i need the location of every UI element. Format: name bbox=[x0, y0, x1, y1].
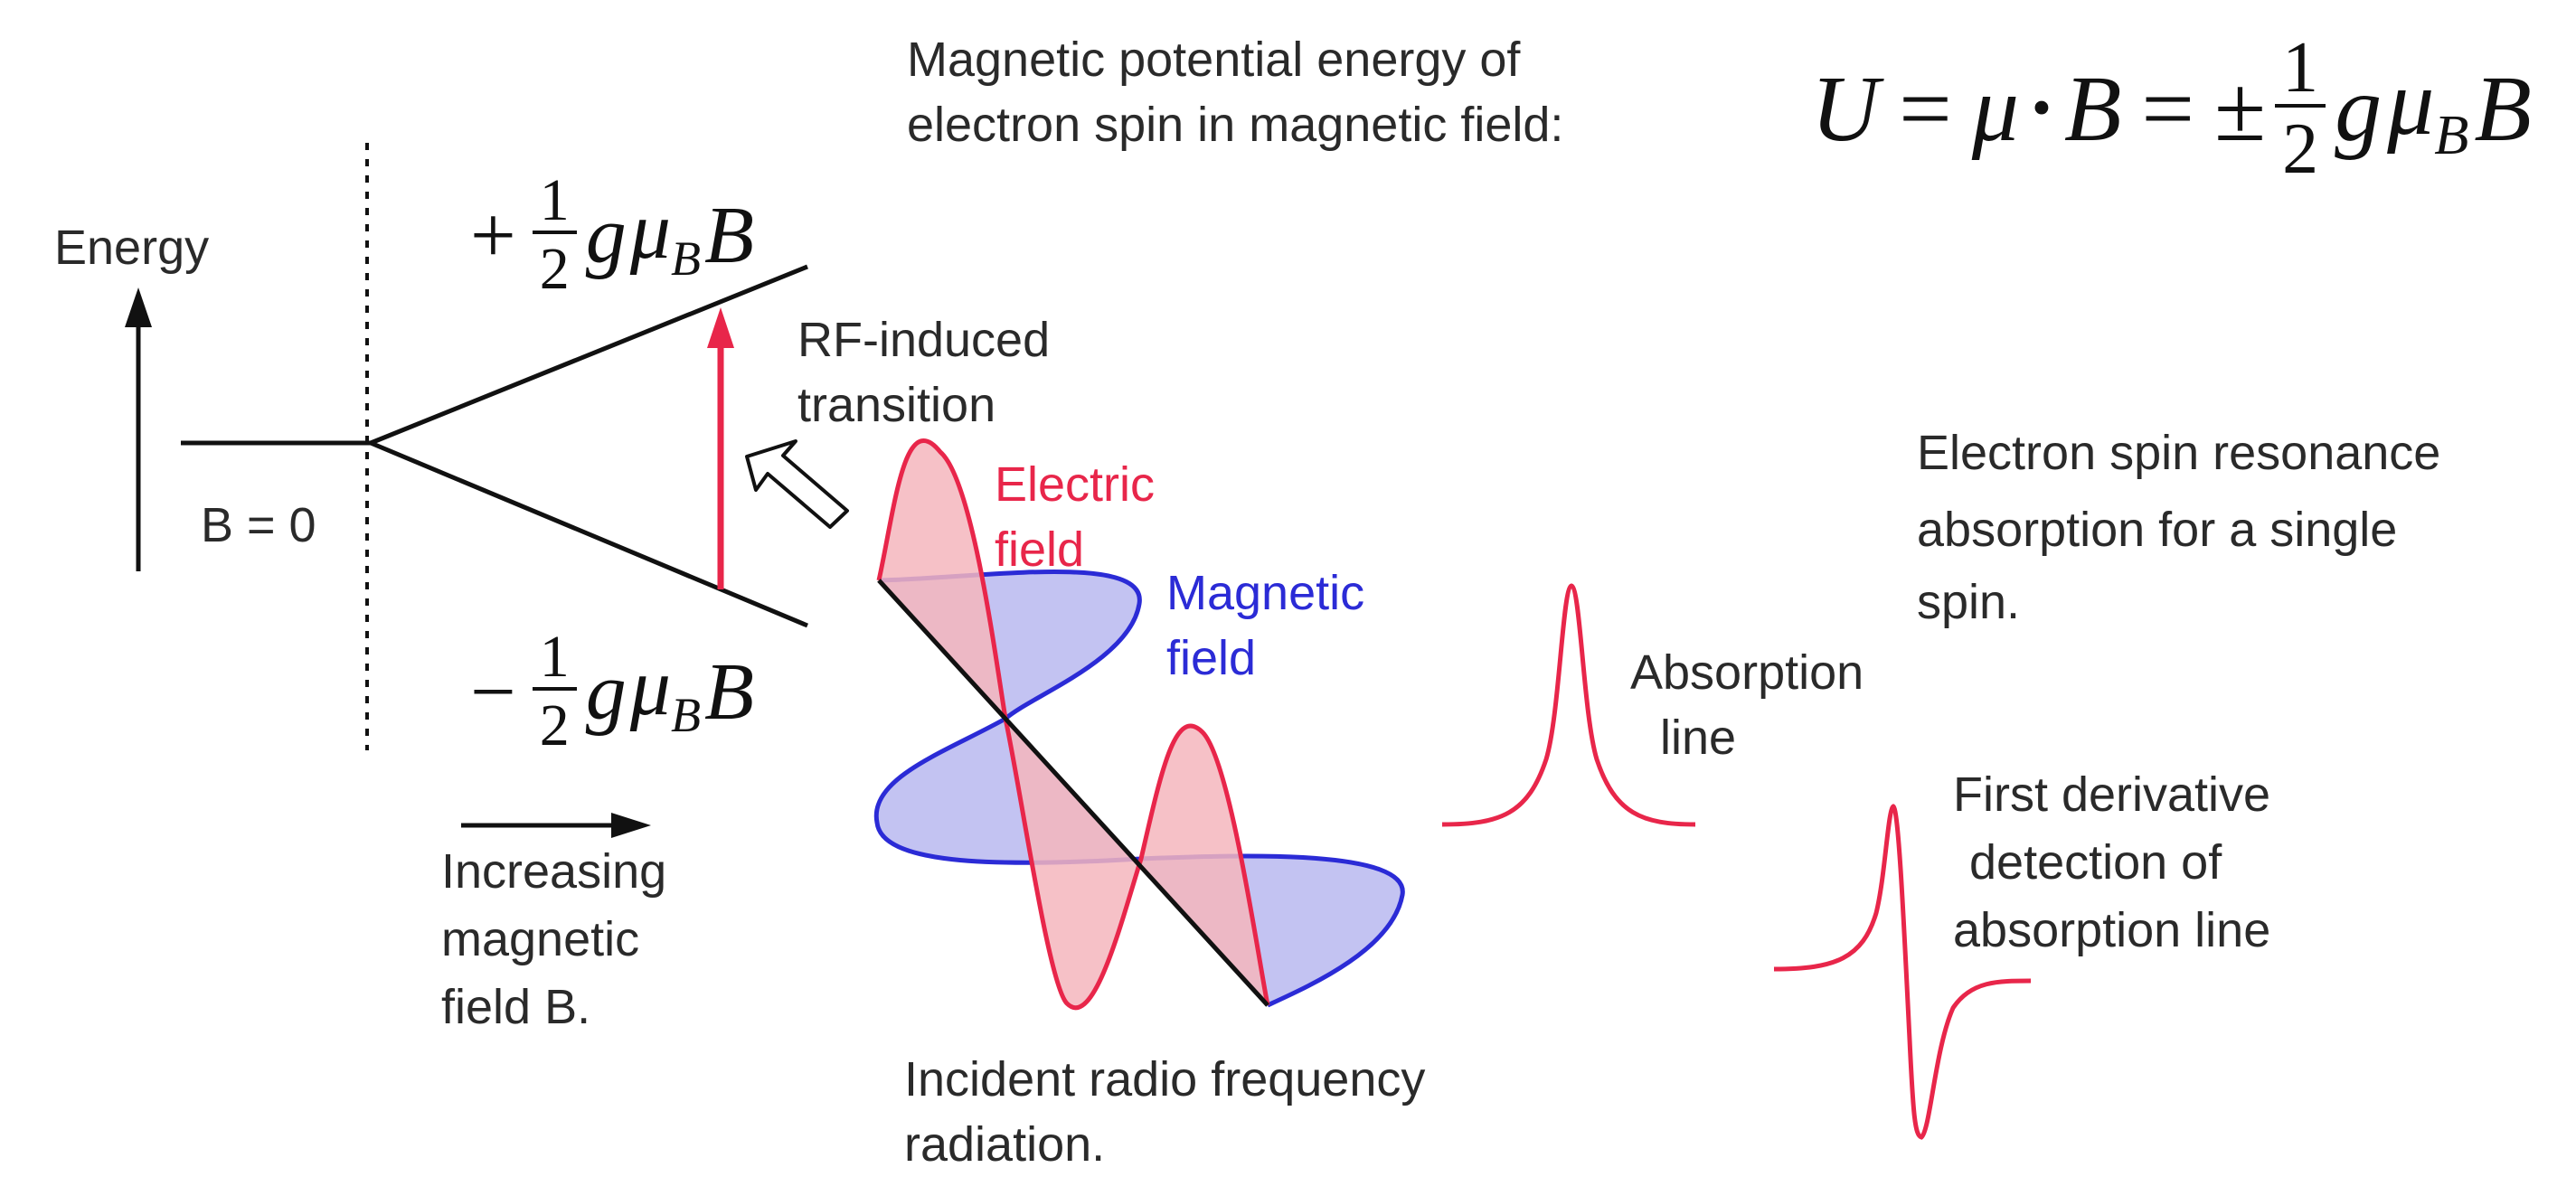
upper-level-expression: + 1 2 g μB B bbox=[470, 167, 754, 303]
lower-sign: − bbox=[470, 646, 516, 737]
magnetic-field-line2: field bbox=[1166, 631, 1257, 685]
first-derivative-curve bbox=[1773, 804, 2032, 1140]
formula-b: B bbox=[2063, 56, 2122, 161]
formula-fraction-numerator: 1 bbox=[2275, 32, 2326, 108]
formula-fraction-denominator: 2 bbox=[2282, 109, 2319, 189]
formula-mu2: μ bbox=[2387, 51, 2435, 155]
upper-mu: μ bbox=[629, 185, 671, 276]
magnetic-field-line1: Magnetic bbox=[1166, 566, 1365, 620]
formula-fraction: 1 2 bbox=[2275, 32, 2326, 185]
upper-mu-b: μB bbox=[630, 184, 701, 287]
lower-mu-b: μB bbox=[630, 641, 701, 743]
lower-fraction-numerator: 1 bbox=[532, 627, 577, 691]
energy-title-line2: electron spin in magnetic field: bbox=[907, 98, 1564, 152]
lower-energy-level bbox=[370, 440, 808, 628]
rf-transition-arrow bbox=[707, 307, 734, 589]
lower-g: g bbox=[585, 646, 627, 737]
formula-mu-b: μB bbox=[2387, 49, 2468, 168]
incident-radiation-line2: radiation. bbox=[904, 1117, 1106, 1172]
absorption-line-curve bbox=[1441, 583, 1696, 827]
formula-mu: μ bbox=[1971, 56, 2019, 161]
lower-b: B bbox=[703, 646, 754, 737]
formula-dot: • bbox=[2031, 77, 2052, 139]
increasing-field-arrow bbox=[461, 813, 651, 838]
potential-energy-formula: U = μ • B = ± 1 2 g μB B bbox=[1811, 32, 2532, 185]
formula-u: U bbox=[1811, 56, 1880, 161]
lower-fraction-denominator: 2 bbox=[539, 692, 570, 758]
absorption-line-label2: line bbox=[1660, 711, 1737, 765]
derivative-line1: First derivative bbox=[1953, 767, 2271, 822]
upper-g: g bbox=[585, 190, 627, 280]
magnetic-field-wave bbox=[873, 569, 1405, 1008]
esr-line3: spin. bbox=[1917, 575, 2021, 629]
lower-level-expression: − 1 2 g μB B bbox=[470, 624, 754, 759]
derivative-line2: detection of bbox=[1969, 835, 2222, 890]
increasing-line3: field B. bbox=[441, 980, 591, 1034]
hollow-pointer-icon bbox=[745, 439, 849, 529]
electric-field-line2: field bbox=[995, 523, 1085, 577]
derivative-line3: absorption line bbox=[1953, 903, 2271, 957]
rf-transition-line1: RF-induced bbox=[797, 313, 1051, 367]
energy-title-line1: Magnetic potential energy of bbox=[907, 33, 1521, 87]
formula-plus-minus: ± bbox=[2214, 56, 2267, 161]
increasing-line1: Increasing bbox=[441, 844, 667, 899]
lower-mu-subscript: B bbox=[670, 687, 701, 742]
energy-axis-label: Energy bbox=[54, 221, 210, 275]
upper-b: B bbox=[703, 190, 754, 280]
electric-field-wave bbox=[876, 438, 1270, 1011]
upper-fraction-denominator: 2 bbox=[539, 236, 570, 302]
b-zero-label: B = 0 bbox=[201, 498, 316, 552]
upper-mu-subscript: B bbox=[670, 231, 701, 286]
esr-line2: absorption for a single bbox=[1917, 503, 2398, 557]
absorption-line-label1: Absorption bbox=[1630, 645, 1864, 700]
formula-equals-1: = bbox=[1899, 56, 1952, 161]
lower-mu: μ bbox=[629, 642, 671, 732]
upper-energy-level bbox=[370, 264, 808, 446]
rf-transition-line2: transition bbox=[797, 378, 996, 432]
esr-line1: Electron spin resonance bbox=[1917, 426, 2441, 480]
formula-g: g bbox=[2335, 56, 2383, 161]
upper-fraction: 1 2 bbox=[532, 171, 577, 302]
wave-propagation-axis bbox=[877, 579, 1269, 1007]
increasing-line2: magnetic bbox=[441, 912, 640, 966]
electric-field-line1: Electric bbox=[995, 457, 1156, 512]
formula-equals-2: = bbox=[2141, 56, 2194, 161]
formula-mu-subscript: B bbox=[2434, 103, 2469, 166]
incident-radiation-line1: Incident radio frequency bbox=[904, 1052, 1426, 1106]
upper-fraction-numerator: 1 bbox=[532, 171, 577, 234]
energy-axis-arrow bbox=[125, 287, 152, 571]
lower-fraction: 1 2 bbox=[532, 627, 577, 758]
upper-sign: + bbox=[470, 190, 516, 280]
formula-b2: B bbox=[2474, 56, 2532, 161]
